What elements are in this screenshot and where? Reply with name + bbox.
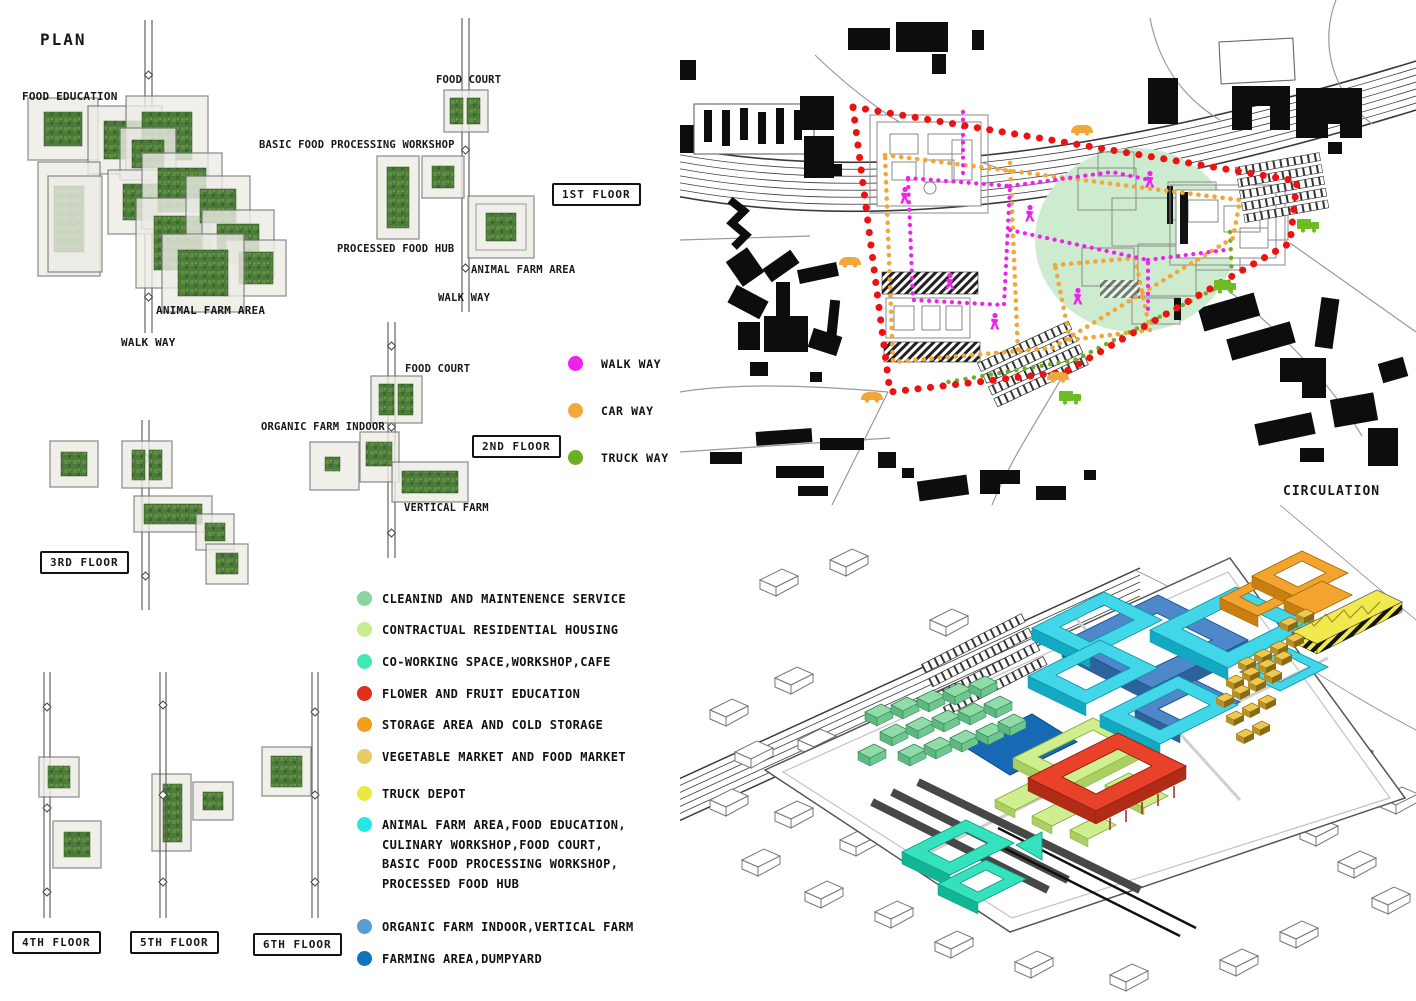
site-area (869, 114, 1330, 408)
legend-item: STORAGE AREA AND COLD STORAGE (357, 717, 603, 736)
truck-way-dot-icon (568, 450, 583, 465)
storage-cluster (1218, 550, 1354, 628)
legend-item: FARMING AREA,DUMPYARD (357, 951, 542, 970)
legend-item: CO-WORKING SPACE,WORKSHOP,CAFE (357, 654, 611, 673)
circulation-title: CIRCULATION (1283, 484, 1381, 499)
circulation-legend-item: TRUCK WAY (568, 450, 669, 465)
legend-label: FARMING AREA,DUMPYARD (382, 952, 543, 966)
label-organic-farm-indoor: ORGANIC FARM INDOOR (261, 421, 385, 433)
legend-dot-icon (357, 786, 372, 801)
legend-dot-icon (357, 951, 372, 966)
legend-dot-icon (357, 919, 372, 934)
legend-label: CLEANIND AND MAINTENENCE SERVICE (382, 592, 626, 606)
legend-item: VEGETABLE MARKET AND FOOD MARKET (357, 749, 626, 768)
circulation-map (680, 0, 1416, 505)
label-walk-way-f1: WALK WAY (438, 292, 491, 304)
floor-tag-1st: 1ST FLOOR (552, 183, 641, 206)
label-vertical-farm: VERTICAL FARM (404, 502, 489, 514)
second-floor-plan (309, 322, 469, 558)
legend-dot-icon (357, 817, 372, 832)
legend-dot-icon (357, 717, 372, 732)
site-rows-ne (1235, 152, 1330, 223)
flower-fruit-education-building (1026, 732, 1188, 830)
floor-tag-4th: 4TH FLOOR (12, 931, 101, 954)
truck-way-label: TRUCK WAY (601, 450, 669, 465)
legend-item: CONTRACTUAL RESIDENTIAL HOUSING (357, 622, 618, 641)
floor-tag-2nd: 2ND FLOOR (472, 435, 561, 458)
floor-tag-3rd: 3RD FLOOR (40, 551, 129, 574)
legend-item: FLOWER AND FRUIT EDUCATION (357, 686, 580, 705)
plan-title: PLAN (40, 30, 87, 49)
legend-item: ANIMAL FARM AREA,FOOD EDUCATION, CULINAR… (357, 817, 626, 894)
legend-label: CO-WORKING SPACE,WORKSHOP,CAFE (382, 655, 611, 669)
axonometric-map (680, 504, 1416, 992)
floor-tag-5th: 5TH FLOOR (130, 931, 219, 954)
label-processed-food-hub: PROCESSED FOOD HUB (337, 243, 455, 255)
site-building-sw (881, 271, 981, 363)
coworking-cluster (900, 819, 1043, 915)
legend-label: TRUCK DEPOT (382, 787, 466, 801)
label-walk-way-ground: WALK WAY (121, 336, 176, 349)
site-building-ne (1169, 184, 1289, 266)
label-animal-farm-f1: ANIMAL FARM AREA (471, 264, 576, 276)
first-floor-plan (376, 18, 535, 312)
label-food-court-f2: FOOD COURT (405, 363, 471, 375)
legend-item: CLEANIND AND MAINTENENCE SERVICE (357, 591, 626, 610)
legend-label: VEGETABLE MARKET AND FOOD MARKET (382, 750, 626, 764)
circulation-legend-item: CAR WAY (568, 403, 654, 418)
sixth-floor-plan (261, 672, 320, 918)
legend-dot-icon (357, 686, 372, 701)
legend-item: TRUCK DEPOT (357, 786, 466, 805)
legend-label: FLOWER AND FRUIT EDUCATION (382, 687, 581, 701)
third-floor-plan (49, 420, 249, 610)
site-perimeter-path (848, 102, 1301, 396)
ground-floor-plan (27, 20, 287, 333)
label-animal-farm-ground: ANIMAL FARM AREA (156, 304, 266, 317)
context-buildings (680, 22, 1409, 502)
legend-label: ORGANIC FARM INDOOR,VERTICAL FARM (382, 920, 634, 934)
fourth-floor-plan (38, 672, 102, 918)
legend-dot-icon (357, 622, 372, 637)
circulation-legend-item: WALK WAY (568, 356, 661, 371)
label-basic-workshop: BASIC FOOD PROCESSING WORKSHOP (259, 139, 455, 151)
legend-item: ORGANIC FARM INDOOR,VERTICAL FARM (357, 919, 634, 938)
legend-label: STORAGE AREA AND COLD STORAGE (382, 718, 604, 732)
car-way-label: CAR WAY (601, 403, 654, 418)
label-food-court-f1: FOOD COURT (436, 74, 502, 86)
car-way-path (882, 152, 1243, 365)
walk-way-dot-icon (568, 356, 583, 371)
fifth-floor-plan (151, 672, 234, 918)
walk-way-label: WALK WAY (601, 356, 662, 371)
context-outline-building (1218, 37, 1296, 85)
floor-tag-6th: 6TH FLOOR (253, 933, 342, 956)
animal-farm-food-cluster (1026, 586, 1330, 757)
legend-label: ANIMAL FARM AREA,FOOD EDUCATION, CULINAR… (382, 818, 626, 891)
legend-dot-icon (357, 591, 372, 606)
legend-dot-icon (357, 749, 372, 764)
legend-label: CONTRACTUAL RESIDENTIAL HOUSING (382, 623, 619, 637)
car-way-dot-icon (568, 403, 583, 418)
walk-way-path (905, 109, 1228, 315)
label-food-education: FOOD EDUCATION (22, 90, 118, 103)
floor-plans-drawing (27, 18, 535, 918)
legend-dot-icon (357, 654, 372, 669)
